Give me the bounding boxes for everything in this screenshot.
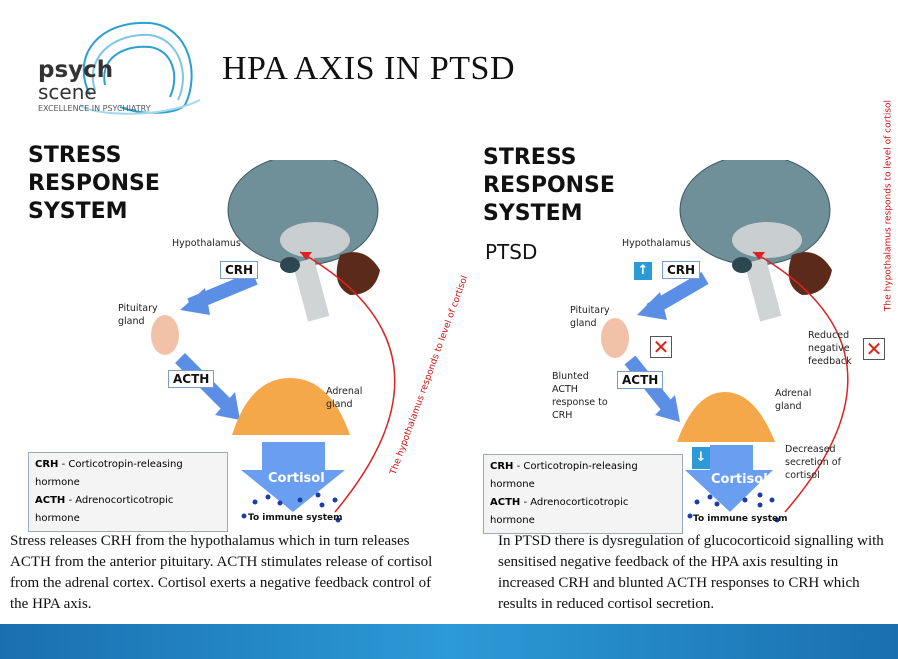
crh-label: CRH [662, 261, 701, 279]
legend-item: ACTH - Adrenocorticotropic hormone [490, 494, 676, 530]
pituitary-label: Pituitary gland [570, 304, 610, 330]
text: Adrenal [326, 386, 363, 397]
cross-icon: ✕ [863, 338, 885, 360]
acth-label: ACTH [168, 370, 215, 388]
pituitary-label: Pituitary gland [118, 302, 158, 328]
adrenal-gland [232, 378, 350, 435]
legend-desc: - Corticotropin-releasing hormone [490, 461, 638, 490]
acth-label: ACTH [617, 371, 664, 389]
left-heading: STRESS RESPONSE SYSTEM [28, 142, 160, 226]
hypothalamus-label: Hypothalamus [172, 238, 241, 249]
immune-label: To immune system [248, 513, 343, 523]
adrenal-label: Adrenal gland [326, 385, 362, 411]
footer-band [0, 624, 898, 659]
legend-abbr: ACTH [490, 497, 521, 508]
logo-tagline: EXCELLENCE IN PSYCHIATRY [38, 104, 151, 113]
cortisol-arrow [241, 442, 345, 512]
brainstem [292, 257, 330, 322]
text: gland [570, 318, 597, 329]
text: negative [808, 343, 850, 354]
hypothalamus [280, 257, 300, 273]
legend-desc: - Adrenocorticotropic hormone [490, 497, 629, 526]
pituitary [151, 315, 179, 355]
text: Pituitary [570, 305, 610, 316]
text: Adrenal [775, 388, 812, 399]
left-description: Stress releases CRH from the hypothalamu… [10, 533, 433, 612]
legend-item: CRH - Corticotropin-releasing hormone [35, 456, 221, 492]
ptsd-subheading: PTSD [485, 240, 538, 264]
logo-swirl [79, 21, 201, 115]
page-title: HPA AXIS IN PTSD [222, 50, 515, 87]
right-description: In PTSD there is dysregulation of glucoc… [498, 533, 884, 612]
legend-desc: - Corticotropin-releasing hormone [35, 459, 183, 488]
decreased-label: Decreased secretion of cortisol [785, 443, 841, 482]
heading-line: SYSTEM [483, 201, 583, 226]
hypothalamus [732, 257, 752, 273]
right-diagram [601, 160, 849, 523]
text: Blunted [552, 371, 589, 382]
legend-abbr: CRH [490, 461, 514, 472]
text: CRH [552, 410, 573, 421]
legend-desc: - Adrenocorticotropic hormone [35, 495, 174, 524]
text: gland [775, 401, 802, 412]
cortisol-label: Cortisol [268, 471, 325, 486]
heading-line: STRESS [28, 143, 122, 168]
heading-line: RESPONSE [483, 173, 615, 198]
text: gland [118, 316, 145, 327]
pituitary [601, 318, 629, 358]
text: cortisol [785, 470, 820, 481]
reduced-feedback-label: Reduced negative feedback [808, 329, 852, 368]
crh-label: CRH [220, 261, 259, 279]
legend: CRH - Corticotropin-releasing hormone AC… [483, 454, 683, 534]
legend-item: ACTH - Adrenocorticotropic hormone [35, 492, 221, 528]
cerebellum [336, 252, 380, 295]
text: feedback [808, 356, 852, 367]
text: secretion of [785, 457, 841, 468]
feedback-arrow [752, 251, 849, 513]
adrenal-gland [677, 392, 775, 442]
brainstem [744, 257, 782, 322]
cortisol-dots [687, 492, 780, 523]
cortisol-arrow [685, 445, 773, 512]
legend-abbr: CRH [35, 459, 59, 470]
heading-line: STRESS [483, 145, 577, 170]
cortisol-dots [241, 492, 341, 523]
text: ACTH [552, 384, 578, 395]
feedback-label: The hypothalamus responds to level of co… [883, 99, 894, 312]
feedback-arrow [299, 251, 396, 513]
logo-text: psych [38, 57, 114, 83]
text: Reduced [808, 330, 850, 341]
adrenal-label: Adrenal gland [775, 387, 811, 413]
arrow-down-icon: ↓ [692, 447, 710, 469]
arrow-up-icon: ↑ [634, 262, 652, 280]
text: Pituitary [118, 303, 158, 314]
text: response to [552, 397, 608, 408]
text: gland [326, 399, 353, 410]
right-heading: STRESS RESPONSE SYSTEM [483, 144, 615, 228]
heading-line: RESPONSE [28, 171, 160, 196]
hypothalamus-label: Hypothalamus [622, 238, 691, 249]
legend-item: CRH - Corticotropin-releasing hormone [490, 458, 676, 494]
cortisol-label: Cortisol [711, 472, 768, 487]
legend: CRH - Corticotropin-releasing hormone AC… [28, 452, 228, 532]
left-diagram [151, 160, 396, 523]
immune-label: To immune system [693, 514, 788, 524]
logo-text-2: scene [38, 80, 97, 104]
text: Decreased [785, 444, 836, 455]
cross-icon: ✕ [650, 336, 672, 358]
cerebellum [788, 252, 832, 295]
heading-line: SYSTEM [28, 199, 128, 224]
legend-abbr: ACTH [35, 495, 66, 506]
